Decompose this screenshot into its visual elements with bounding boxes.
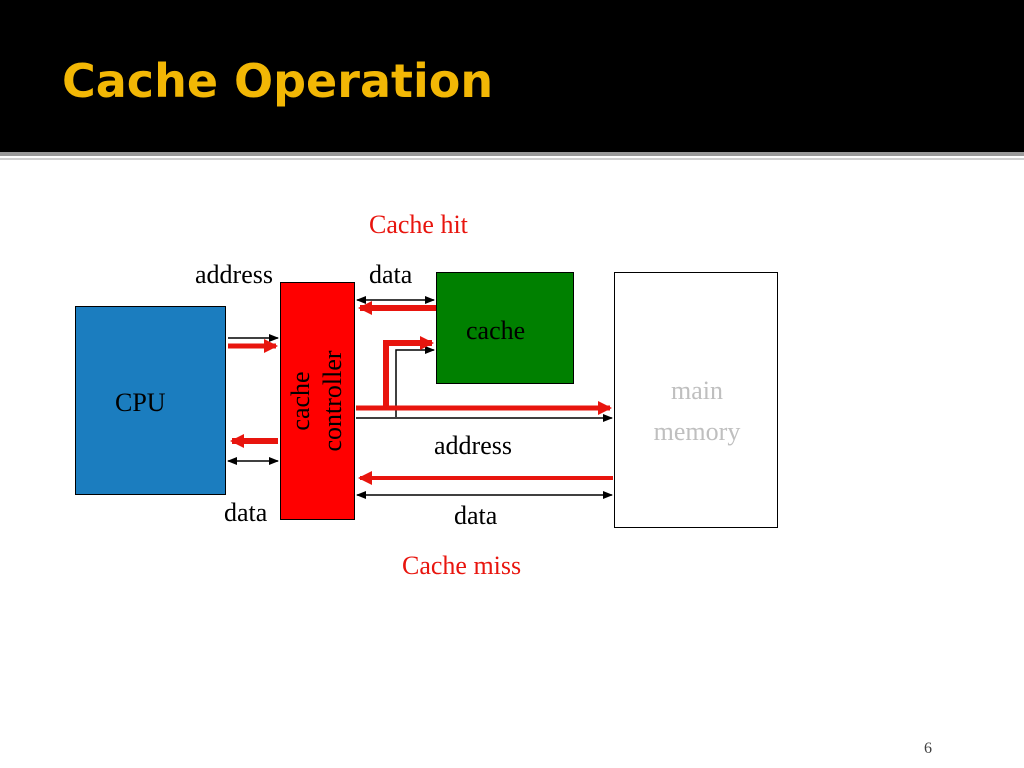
cache-controller-label: cache controller (285, 350, 349, 451)
address-memory-label: address (434, 431, 512, 460)
title-divider (0, 152, 1024, 156)
address-top-label: address (195, 260, 273, 289)
slide-title: Cache Operation (62, 54, 494, 108)
cache-controller-box (280, 282, 355, 520)
cache-hit-label: Cache hit (369, 210, 468, 239)
title-bar: Cache Operation (0, 0, 1024, 152)
cpu-label: CPU (115, 388, 166, 417)
title-divider-thin (0, 158, 1024, 160)
controller-label-line2: controller (318, 350, 347, 452)
main-memory-box (614, 272, 778, 528)
cpu-box (75, 306, 226, 495)
data-cpu-label: data (224, 498, 268, 527)
cache-label: cache (466, 316, 526, 345)
controller-label-line1: cache (286, 371, 315, 431)
cache-address-path-red (383, 336, 434, 408)
cache-miss-label: Cache miss (402, 551, 522, 580)
cache-box (436, 272, 574, 384)
main-memory-label: main memory (653, 376, 741, 446)
data-top-label: data (369, 260, 413, 289)
data-memory-label: data (454, 501, 498, 530)
cache-address-path-black (395, 346, 435, 417)
page-number: 6 (924, 740, 932, 757)
